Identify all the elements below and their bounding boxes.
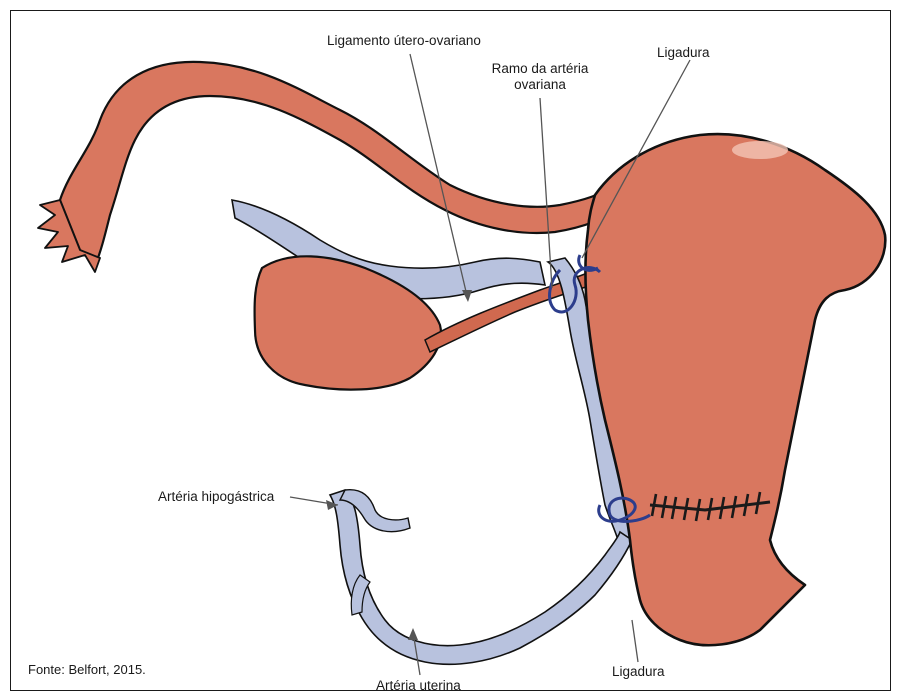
figure-source-caption: Fonte: Belfort, 2015. <box>28 662 146 677</box>
label-ligamento-utero-ovariano: Ligamento útero-ovariano <box>327 33 481 49</box>
label-arteria-hipogastrica: Artéria hipogástrica <box>158 489 274 505</box>
label-ligadura-bottom: Ligadura <box>612 664 665 680</box>
label-ligadura-top: Ligadura <box>657 45 710 61</box>
label-ramo-line2: ovariana <box>485 77 595 93</box>
label-arteria-uterina: Artéria uterina <box>376 678 461 694</box>
uterus-highlight <box>732 141 788 159</box>
label-ramo-arteria-ovariana: Ramo da artéria ovariana <box>485 61 595 93</box>
uterus <box>585 134 885 645</box>
label-ramo-line1: Ramo da artéria <box>485 61 595 77</box>
